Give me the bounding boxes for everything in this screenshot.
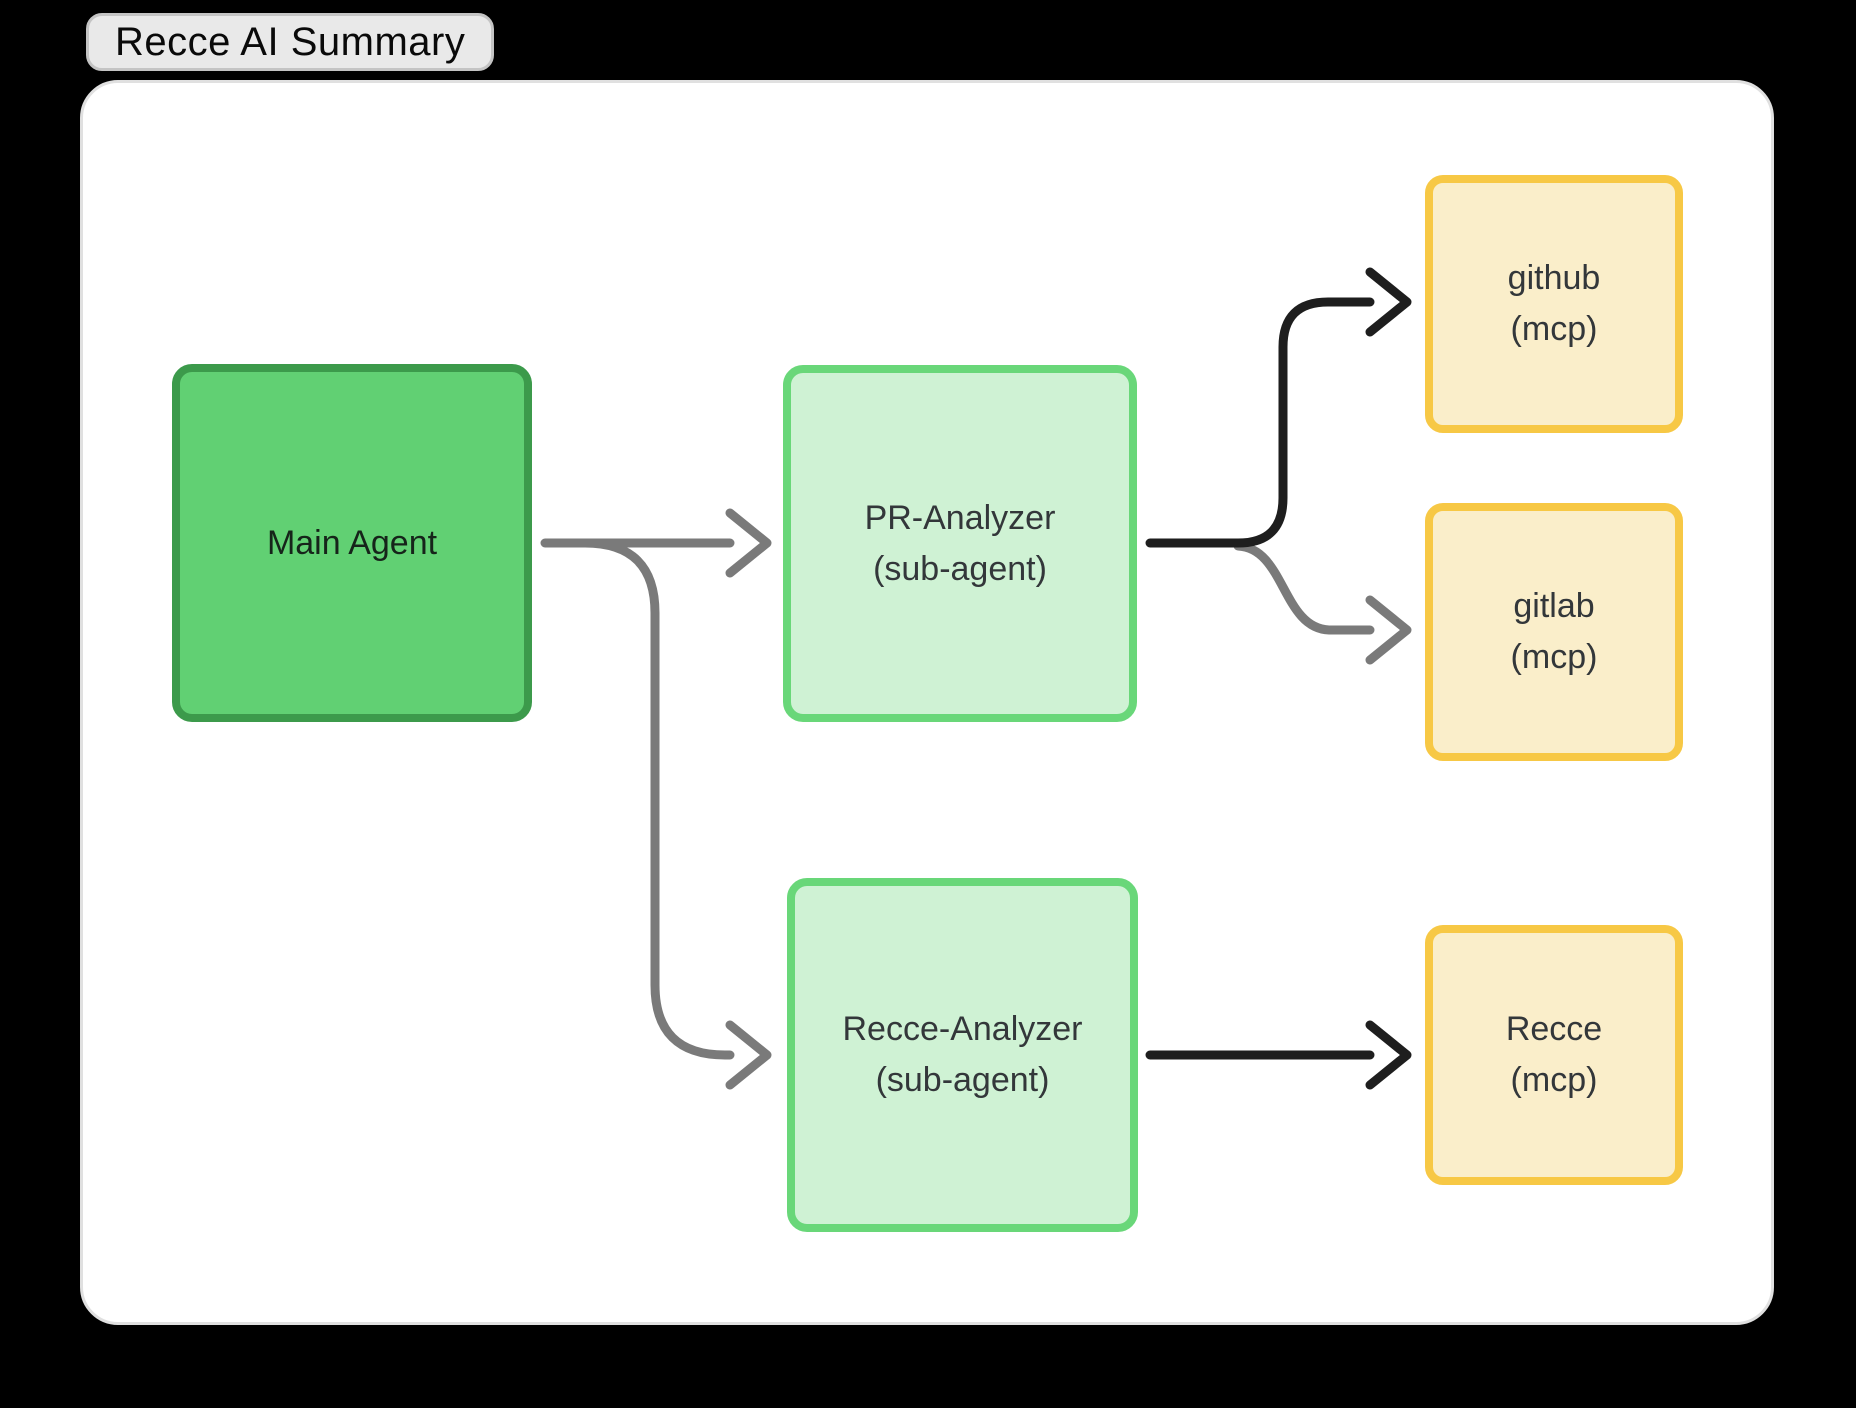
node-label: github — [1507, 259, 1601, 297]
node-label: PR-Analyzer — [864, 498, 1056, 537]
node-label: gitlab — [1513, 587, 1595, 625]
diagram-title: Recce AI Summary — [115, 19, 466, 64]
node-gitlab-mcp: gitlab (mcp) — [1425, 503, 1683, 761]
node-sublabel: (sub-agent) — [873, 549, 1047, 588]
node-recce-mcp: Recce (mcp) — [1425, 925, 1683, 1185]
node-label: Recce — [1505, 1010, 1603, 1048]
node-github-mcp: github (mcp) — [1425, 175, 1683, 433]
node-sublabel: (sub-agent) — [875, 1061, 1050, 1099]
node-sublabel: (mcp) — [1510, 638, 1598, 676]
node-pr-analyzer: PR-Analyzer (sub-agent) — [783, 365, 1137, 722]
node-label: Main Agent — [266, 523, 438, 562]
node-main-agent: Main Agent — [172, 364, 532, 722]
node-recce-analyzer: Recce-Analyzer (sub-agent) — [787, 878, 1138, 1232]
node-sublabel: (mcp) — [1510, 310, 1598, 348]
diagram-title-pill: Recce AI Summary — [86, 13, 495, 71]
node-sublabel: (mcp) — [1510, 1061, 1598, 1099]
node-label: Recce-Analyzer — [842, 1010, 1083, 1048]
